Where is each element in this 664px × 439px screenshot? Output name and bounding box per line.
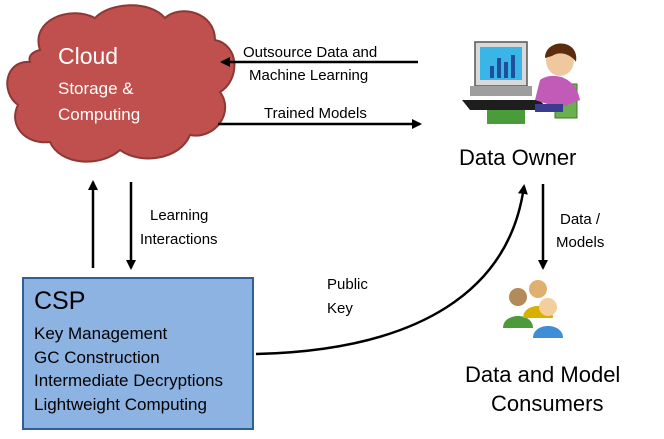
csp-box: CSP Key Management GC Construction Inter… (22, 277, 254, 430)
csp-item: Lightweight Computing (34, 394, 207, 414)
public-key-label-line-2: Key (327, 300, 353, 317)
cloud-shape (6, 4, 236, 163)
outsource-label-line-2: Machine Learning (249, 67, 368, 84)
csp-item: Intermediate Decryptions (34, 371, 223, 390)
consumers-label-line-1: Data and Model (465, 362, 620, 387)
outsource-label-line-1: Outsource Data and (243, 44, 377, 61)
cloud-line-2: Computing (58, 105, 140, 124)
learning-interactions-label-line-1: Learning (150, 207, 208, 224)
data-models-label-line-1: Data / (560, 211, 601, 228)
public-key-label-line-1: Public (327, 276, 368, 293)
consumers-label-line-2: Consumers (491, 391, 603, 416)
csp-title: CSP (34, 287, 86, 315)
public-key-arrow (255, 184, 528, 356)
csp-responsibilities-list: Key Management GC Construction Intermedi… (34, 322, 223, 416)
data-models-label-line-2: Models (556, 234, 604, 251)
trained-models-label: Trained Models (264, 105, 367, 122)
data-owner-icon (462, 41, 580, 124)
csp-item: GC Construction (34, 347, 160, 367)
cloud-node: Cloud Storage & Computing (6, 4, 236, 163)
learning-interactions-label-line-2: Interactions (140, 231, 218, 248)
data-owner-label: Data Owner (459, 145, 576, 170)
cloud-line-1: Storage & (58, 79, 134, 98)
consumers-icon (503, 280, 563, 338)
csp-item: Key Management (34, 324, 168, 343)
cloud-title: Cloud (58, 43, 118, 69)
